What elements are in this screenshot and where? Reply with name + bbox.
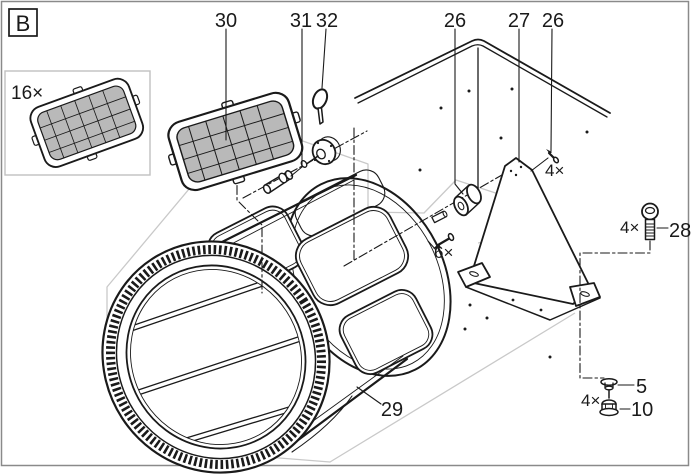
wall-rivets (418, 87, 589, 359)
view-marker-label: B (16, 11, 31, 36)
label-qty-4x-screw28: 4× (620, 218, 639, 237)
label-qty-4x-top: 4× (545, 161, 564, 180)
label-27: 27 (508, 10, 530, 32)
drum-inner-bars (104, 257, 335, 461)
bearing-hub (300, 136, 341, 168)
drum-screws-6x (427, 210, 455, 251)
label-26-right: 26 (542, 10, 564, 32)
label-qty-6x: 6× (434, 243, 453, 262)
label-32: 32 (316, 10, 338, 32)
leader-26-right (550, 28, 553, 152)
leader-26-left (454, 28, 464, 195)
label-31: 31 (290, 10, 312, 32)
drum-29 (101, 169, 452, 474)
housing-wall-corner (354, 38, 611, 359)
cap-screw-28 (579, 202, 659, 379)
clip-ring-32 (311, 88, 329, 125)
bolt-31 (262, 170, 294, 194)
bracket-screw-26-4x (530, 149, 560, 172)
drum-gear-ring (101, 240, 335, 474)
view-marker: B (8, 8, 38, 37)
label-5: 5 (636, 376, 647, 398)
label-qty-4x-bottom: 4× (581, 391, 600, 410)
label-29: 29 (381, 399, 403, 421)
leader-29 (356, 386, 382, 405)
label-30: 30 (215, 10, 237, 32)
roller-26 (453, 183, 482, 217)
label-26-left: 26 (444, 10, 466, 32)
stand-bracket-27 (457, 157, 601, 321)
leader-lines (225, 28, 669, 410)
callout-labels: 30 31 32 26 27 26 4× 4× 28 6× 29 5 4× 10 (215, 10, 691, 421)
label-10: 10 (631, 399, 653, 421)
leader-32 (321, 28, 327, 89)
label-28: 28 (669, 220, 691, 242)
inset-box: 16× (4, 68, 154, 178)
inset-quantity-label: 16× (11, 83, 43, 104)
leader-31 (290, 28, 303, 177)
cap-nut-10 (599, 399, 619, 417)
